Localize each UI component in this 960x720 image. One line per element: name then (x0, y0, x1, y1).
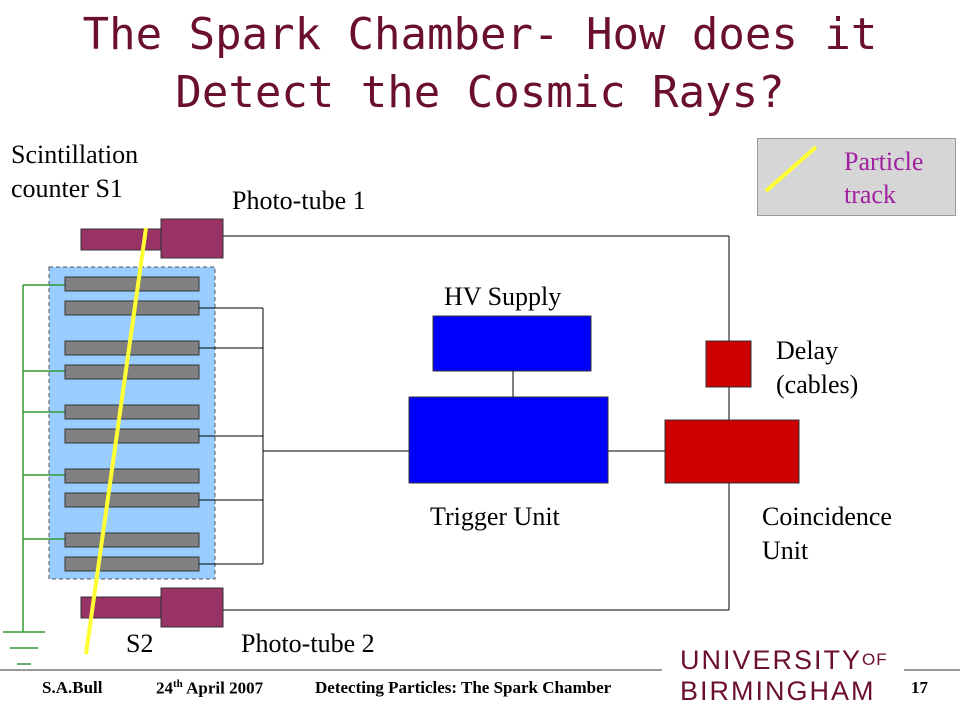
scintillator-s1 (80, 228, 162, 251)
coincidence-unit-box (664, 419, 800, 484)
phototube-2-label: Photo-tube 2 (241, 629, 375, 658)
scintillation-line-2: counter S1 (11, 174, 123, 203)
spark-plate (64, 404, 200, 420)
s2-label: S2 (126, 629, 154, 658)
particle-track-legend: Particle track (757, 138, 956, 216)
spark-plate (64, 300, 200, 316)
legend-line-2: track (844, 180, 896, 209)
coincidence-unit-label: Coincidence Unit (762, 500, 892, 568)
delay-line-1: Delay (776, 336, 839, 365)
hv-supply-box (432, 315, 592, 372)
trigger-unit-label: Trigger Unit (430, 502, 560, 531)
spark-plate (64, 532, 200, 548)
spark-plate (64, 468, 200, 484)
ground-wires (22, 284, 65, 632)
title-line-1: The Spark Chamber- How does it (82, 9, 878, 60)
footer-date-suffix: th (173, 678, 183, 690)
spark-plate (64, 276, 200, 292)
footer-date-day: 24 (156, 678, 173, 698)
legend-line-1: Particle (844, 147, 924, 176)
spark-plate (64, 340, 200, 356)
delay-line-2: (cables) (776, 370, 859, 399)
particle-track (84, 227, 148, 655)
coincidence-line-1: Coincidence (762, 502, 892, 531)
ground-symbol (3, 631, 45, 665)
delay-box (705, 340, 752, 388)
scintillation-line-1: Scintillation (11, 140, 139, 169)
trigger-unit-box (408, 396, 609, 484)
phototube-1 (160, 218, 224, 259)
spark-plate (64, 492, 200, 508)
page-number: 17 (911, 678, 928, 697)
legend-label: Particle track (844, 145, 923, 211)
footer-date-rest: April 2007 (182, 678, 264, 698)
footer-author: S.A.Bull (42, 678, 103, 697)
coincidence-line-2: Unit (762, 536, 809, 565)
logo-university: UNIVERSITY (680, 645, 863, 675)
logo-line-2: BIRMINGHAM (680, 676, 876, 706)
delay-label: Delay (cables) (776, 334, 858, 402)
spark-plates (64, 276, 200, 572)
footer-subject: Detecting Particles: The Spark Chamber (315, 678, 612, 697)
slide-title: The Spark Chamber- How does it Detect th… (0, 6, 960, 122)
spark-plate (64, 364, 200, 380)
phototube-1-label: Photo-tube 1 (232, 186, 366, 215)
title-line-2: Detect the Cosmic Rays? (175, 67, 785, 118)
scintillation-counter-label: Scintillation counter S1 (11, 138, 138, 206)
signal-wires (199, 235, 730, 611)
spark-plate (64, 428, 200, 444)
hv-supply-label: HV Supply (444, 282, 562, 311)
legend-track-swatch (764, 145, 818, 193)
logo-line-1: UNIVERSITYOF (680, 645, 888, 675)
phototube-2 (160, 587, 224, 628)
footer-date: 24th April 2007 (156, 678, 263, 699)
spark-plate (64, 556, 200, 572)
logo-of: OF (862, 650, 888, 669)
